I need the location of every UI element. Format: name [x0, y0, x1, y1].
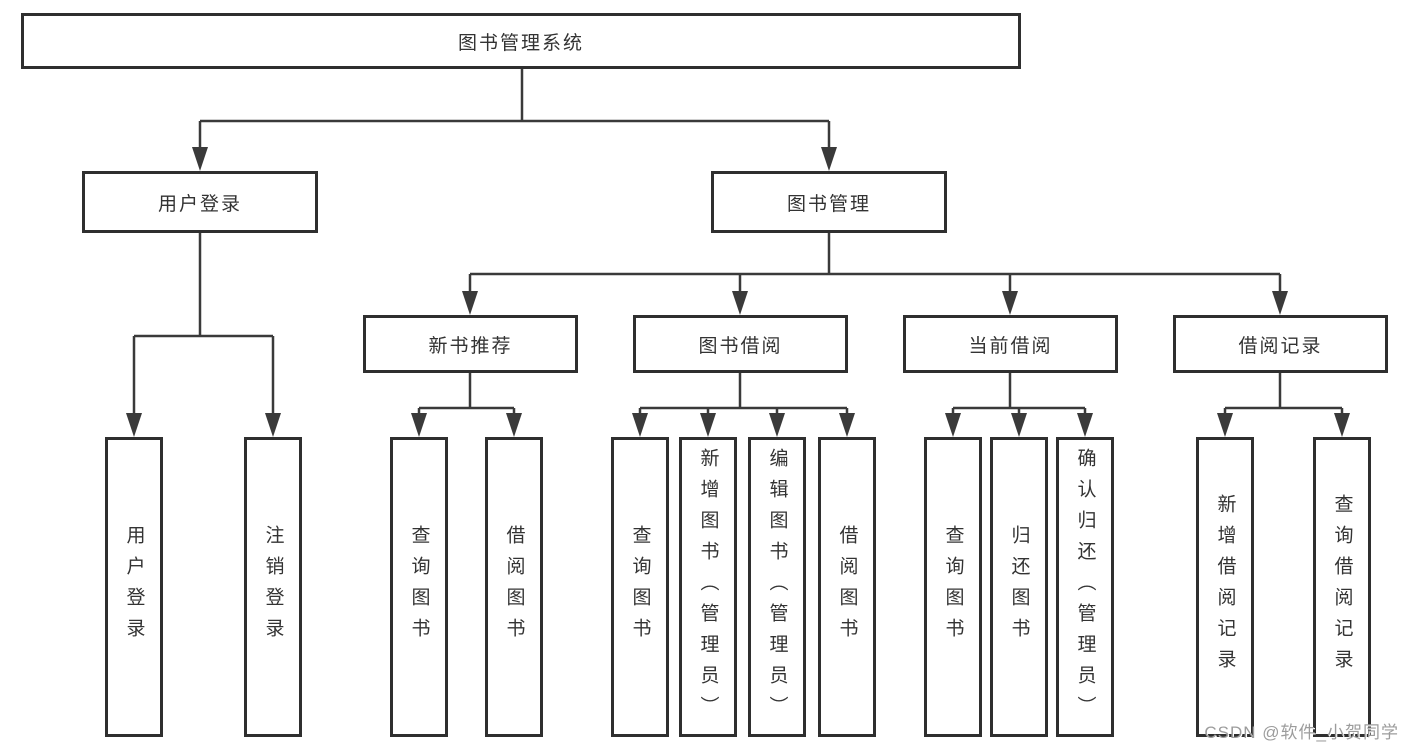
current-borrow-label: 当前借阅: [968, 335, 1053, 357]
new-book-recommend-label: 新书推荐: [428, 335, 513, 357]
book-management-node: 图书管理: [711, 171, 947, 233]
leaf-add-borrow-record-label: 新增借阅记录: [1214, 494, 1236, 680]
leaf-add-book-admin-label: 新增图书（管理员）: [697, 447, 719, 727]
user-login-node: 用户登录: [82, 171, 318, 233]
leaf-add-book-admin: 新增图书（管理员）: [679, 437, 737, 737]
leaf-borrow-book-label: 借阅图书: [836, 525, 858, 649]
leaf-query-book-current-label: 查询图书: [942, 525, 964, 649]
watermark: CSDN @软件_小贺同学: [1204, 723, 1399, 742]
leaf-query-book-borrow-label: 查询图书: [629, 525, 651, 649]
leaf-confirm-return-admin-label: 确认归还（管理员）: [1074, 447, 1096, 727]
user-login-node-label: 用户登录: [157, 193, 242, 215]
leaf-edit-book-admin: 编辑图书（管理员）: [748, 437, 806, 737]
book-borrow-node: 图书借阅: [633, 315, 848, 373]
leaf-borrow-book-recommend: 借阅图书: [485, 437, 543, 737]
leaf-query-borrow-record-label: 查询借阅记录: [1331, 494, 1353, 680]
leaf-query-book-recommend-label: 查询图书: [408, 525, 430, 649]
book-management-node-label: 图书管理: [786, 193, 871, 215]
borrow-records-node: 借阅记录: [1173, 315, 1388, 373]
borrow-records-label: 借阅记录: [1238, 335, 1323, 357]
leaf-query-borrow-record: 查询借阅记录: [1313, 437, 1371, 737]
leaf-edit-book-admin-label: 编辑图书（管理员）: [766, 447, 788, 727]
leaf-borrow-book: 借阅图书: [818, 437, 876, 737]
current-borrow-node: 当前借阅: [903, 315, 1118, 373]
leaf-return-book: 归还图书: [990, 437, 1048, 737]
new-book-recommend-node: 新书推荐: [363, 315, 578, 373]
book-borrow-label: 图书借阅: [698, 335, 783, 357]
leaf-user-login-label: 用户登录: [123, 525, 145, 649]
leaf-confirm-return-admin: 确认归还（管理员）: [1056, 437, 1114, 737]
leaf-query-book-current: 查询图书: [924, 437, 982, 737]
leaf-query-book-borrow: 查询图书: [611, 437, 669, 737]
leaf-logout-label: 注销登录: [262, 525, 284, 649]
leaf-add-borrow-record: 新增借阅记录: [1196, 437, 1254, 737]
root-node-label: 图书管理系统: [457, 32, 584, 54]
leaf-query-book-recommend: 查询图书: [390, 437, 448, 737]
root-node: 图书管理系统: [21, 13, 1021, 69]
leaf-user-login: 用户登录: [105, 437, 163, 737]
leaf-return-book-label: 归还图书: [1008, 525, 1030, 649]
leaf-logout: 注销登录: [244, 437, 302, 737]
leaf-borrow-book-recommend-label: 借阅图书: [503, 525, 525, 649]
